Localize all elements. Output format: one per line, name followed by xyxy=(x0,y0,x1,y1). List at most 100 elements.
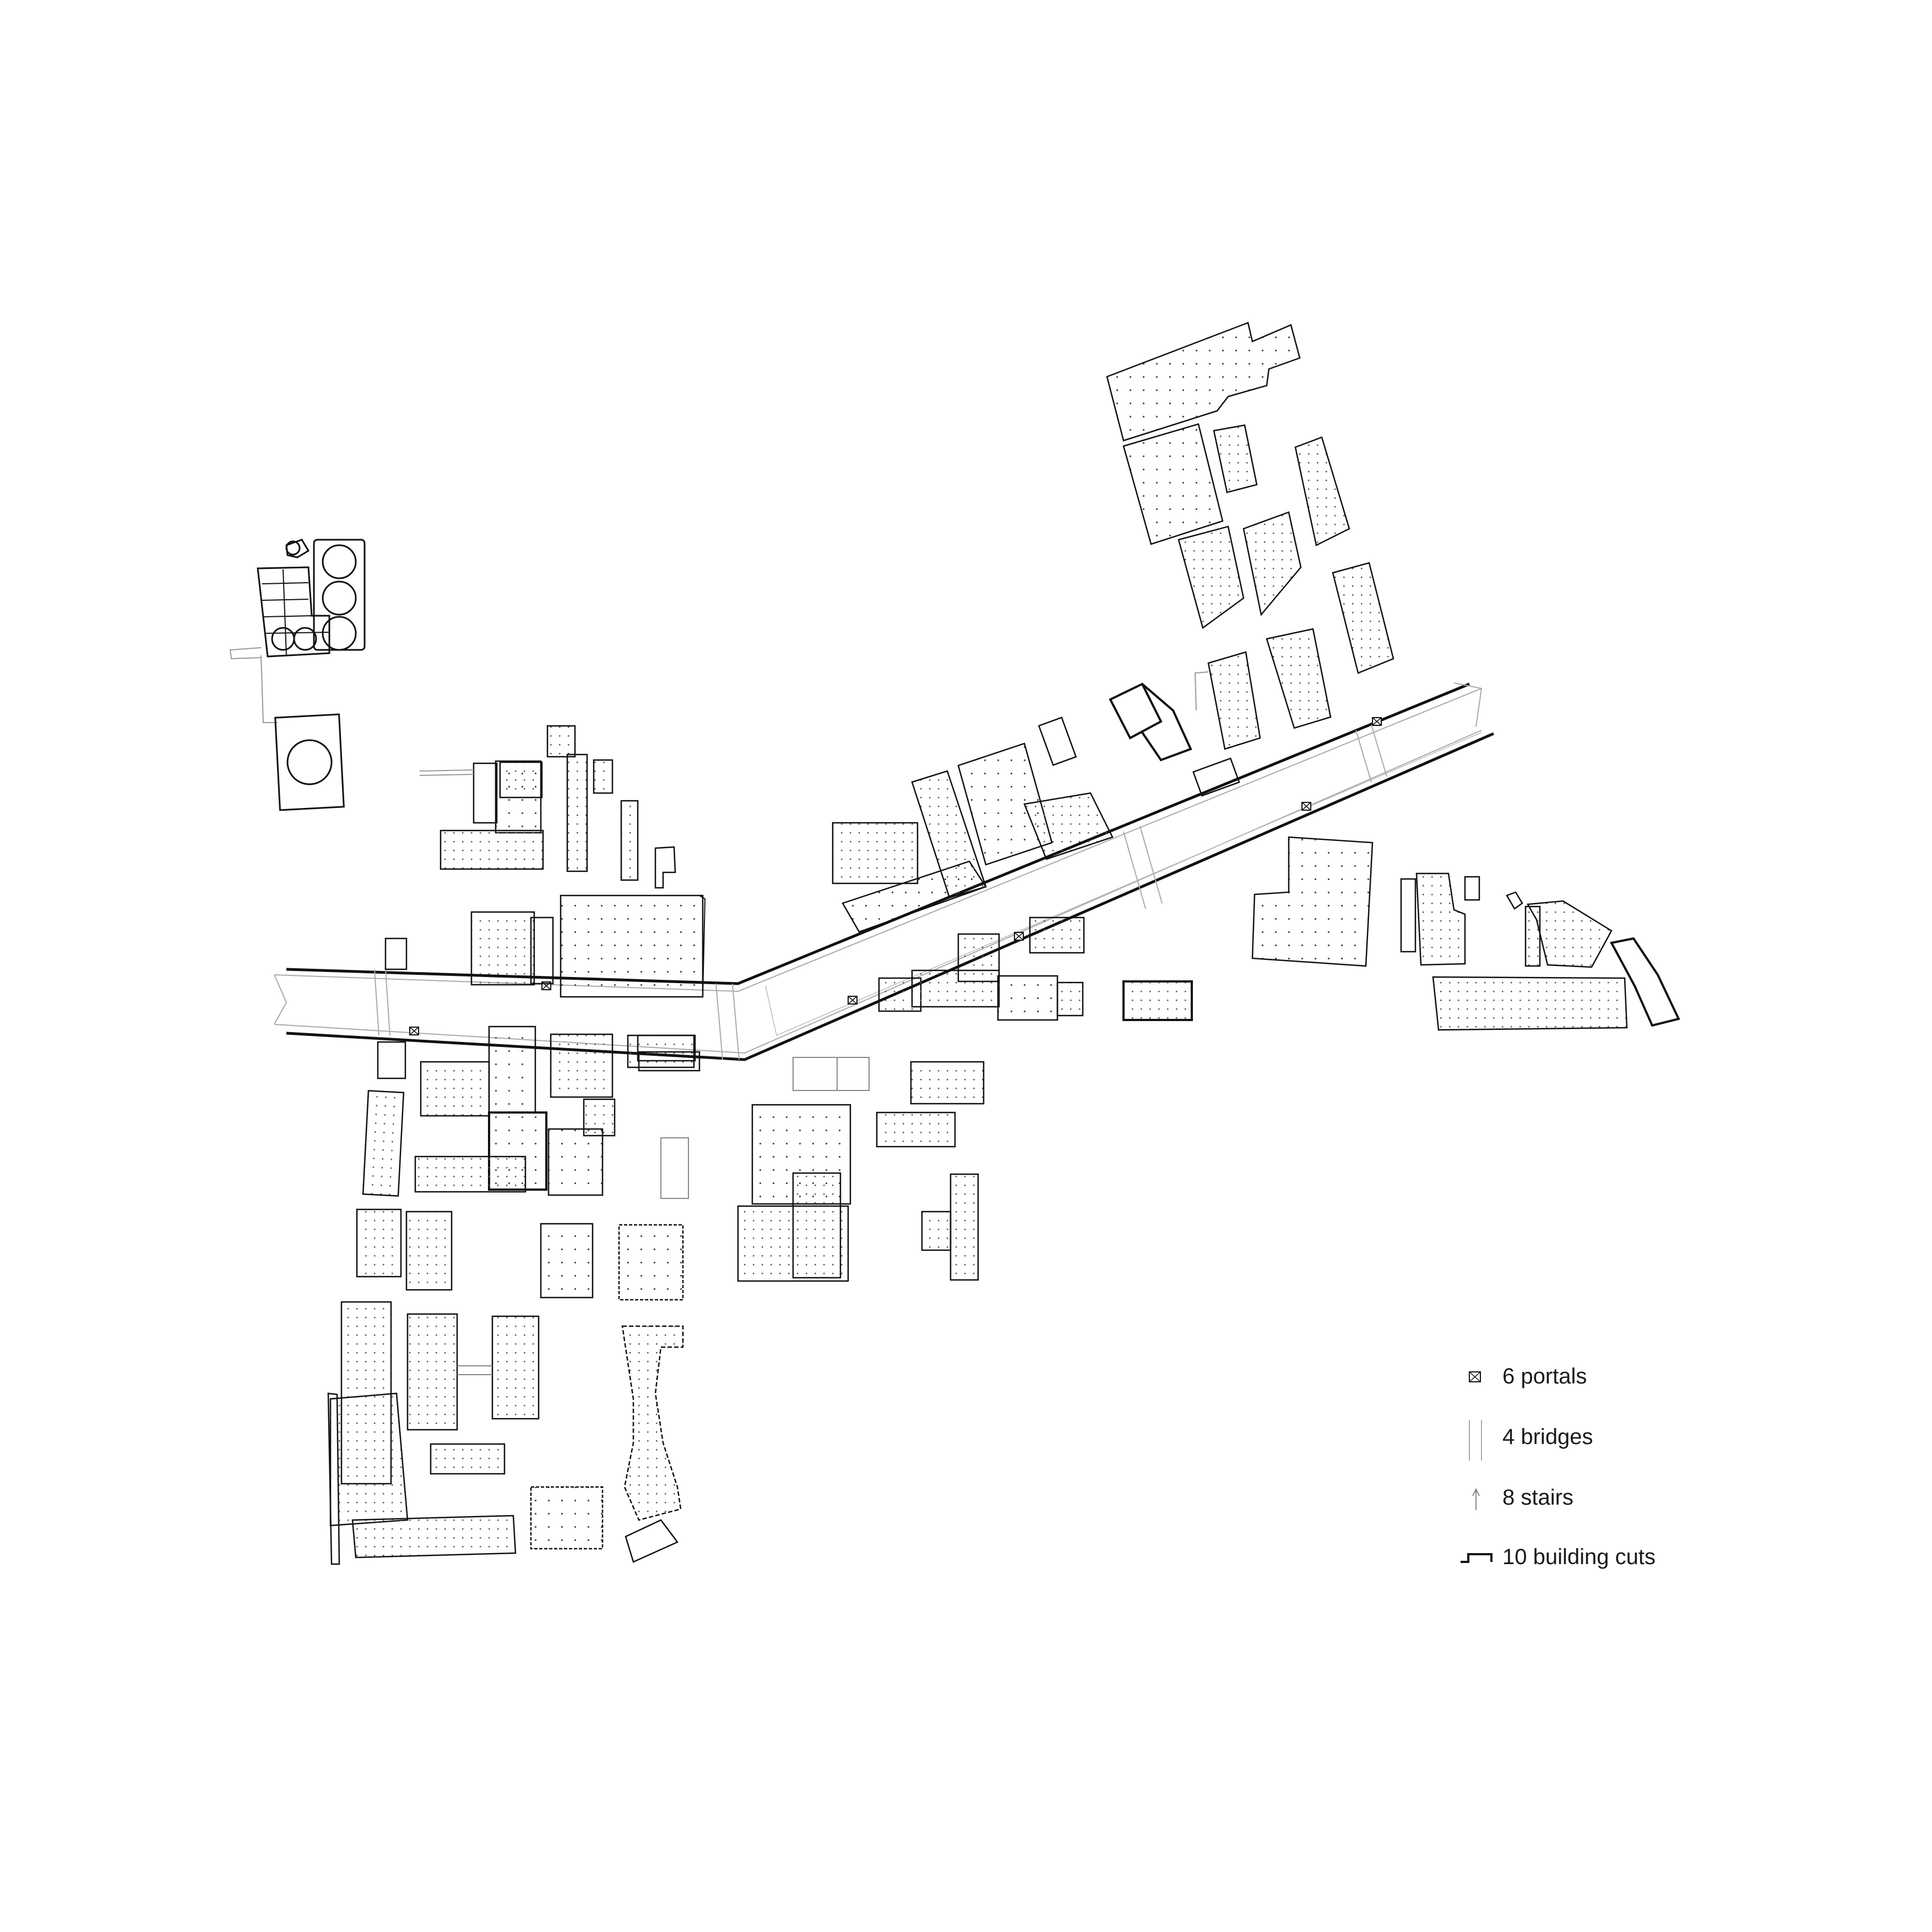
building xyxy=(406,1313,458,1431)
building xyxy=(921,1211,952,1251)
building xyxy=(1029,916,1085,954)
central-north-buildings xyxy=(384,725,706,998)
bridge-icon xyxy=(1469,1420,1482,1461)
building xyxy=(1506,891,1523,910)
building xyxy=(540,1223,594,1299)
building xyxy=(560,894,704,998)
building xyxy=(832,822,919,884)
building xyxy=(491,1315,540,1420)
silo-circle xyxy=(322,616,357,651)
building xyxy=(593,759,614,794)
portal-icon xyxy=(1372,717,1382,726)
bridge xyxy=(1123,826,1163,909)
building xyxy=(1242,511,1302,616)
bridge xyxy=(374,969,390,1036)
tank-yard xyxy=(274,713,345,811)
tank-circle xyxy=(285,540,301,556)
tank-complex xyxy=(229,539,366,811)
building xyxy=(1464,876,1480,901)
building xyxy=(420,1061,490,1117)
building xyxy=(530,916,554,985)
legend-label-cuts: 10 building cuts xyxy=(1502,1545,1656,1569)
building xyxy=(660,1137,689,1199)
building-angled xyxy=(625,1519,679,1563)
building xyxy=(546,725,576,758)
pipe-line xyxy=(229,647,278,723)
building xyxy=(488,1025,536,1114)
building xyxy=(439,829,544,870)
building xyxy=(792,1172,842,1279)
legend-label-bridges: 4 bridges xyxy=(1502,1425,1593,1449)
building xyxy=(1213,424,1258,493)
canal-inner-edge xyxy=(274,682,1483,1054)
building xyxy=(911,770,987,899)
tank-circle xyxy=(293,627,317,651)
building xyxy=(1415,872,1466,966)
building xyxy=(473,762,498,824)
building xyxy=(997,975,1059,1021)
building-long-strip xyxy=(351,1515,517,1559)
legend: 6 portals 4 bridges 8 stairs 10 building… xyxy=(1461,1364,1656,1569)
building xyxy=(699,895,706,997)
legend-item-portals: 6 portals xyxy=(1469,1364,1587,1388)
portal-icon xyxy=(1301,802,1311,811)
pipe-line xyxy=(1194,671,1209,711)
building-curved xyxy=(621,1325,684,1521)
portal-icon xyxy=(1014,932,1024,941)
legend-item-cuts: 10 building cuts xyxy=(1461,1545,1656,1569)
building xyxy=(618,1224,684,1301)
building xyxy=(1106,322,1301,442)
building xyxy=(550,1033,614,1098)
building xyxy=(583,1098,616,1137)
large-tank-circle xyxy=(286,739,333,785)
building xyxy=(910,1061,985,1105)
portal-icon xyxy=(1469,1371,1481,1382)
silo-circle xyxy=(322,580,357,616)
building-cut-icon xyxy=(1461,1553,1493,1563)
bridge xyxy=(1355,724,1387,783)
building xyxy=(957,933,1000,983)
building-long xyxy=(1432,976,1628,1031)
building-pair xyxy=(1109,682,1192,762)
building xyxy=(414,1155,527,1193)
legend-label-portals: 6 portals xyxy=(1502,1364,1587,1388)
building xyxy=(876,1111,956,1148)
building xyxy=(377,1041,406,1079)
building xyxy=(1400,878,1417,953)
canal xyxy=(274,682,1494,1061)
building xyxy=(470,911,535,986)
portal-icon xyxy=(848,996,858,1005)
building xyxy=(1192,757,1240,797)
stair-arrow-icon xyxy=(1472,1488,1480,1510)
canal-edge-north xyxy=(286,682,1470,985)
portals xyxy=(409,717,1382,1035)
east-cluster xyxy=(1251,836,1680,1031)
north-east-cluster xyxy=(1106,322,1394,750)
canal-edge-south xyxy=(286,732,1494,1061)
building xyxy=(405,1211,453,1291)
building xyxy=(1122,980,1193,1021)
portal-icon xyxy=(409,1027,419,1035)
building xyxy=(620,800,639,881)
pipe-line xyxy=(419,769,474,776)
bridge xyxy=(715,983,740,1060)
silo-circle xyxy=(322,544,357,579)
legend-item-bridges: 4 bridges xyxy=(1469,1420,1593,1461)
tank-building-outline xyxy=(257,566,330,658)
building xyxy=(1023,792,1114,860)
bridge-walkway xyxy=(457,1365,492,1375)
building xyxy=(1251,836,1374,967)
building xyxy=(430,1443,506,1475)
building xyxy=(1177,525,1245,629)
bridges xyxy=(374,724,1387,1060)
canal-side-buildings xyxy=(637,682,1240,1062)
legend-label-stairs: 8 stairs xyxy=(1502,1485,1573,1510)
building xyxy=(499,761,543,799)
building xyxy=(1038,717,1077,766)
building xyxy=(327,1392,340,1565)
building-curved xyxy=(1609,937,1680,1027)
building xyxy=(1294,436,1350,546)
building xyxy=(547,1128,604,1196)
building xyxy=(566,753,588,872)
